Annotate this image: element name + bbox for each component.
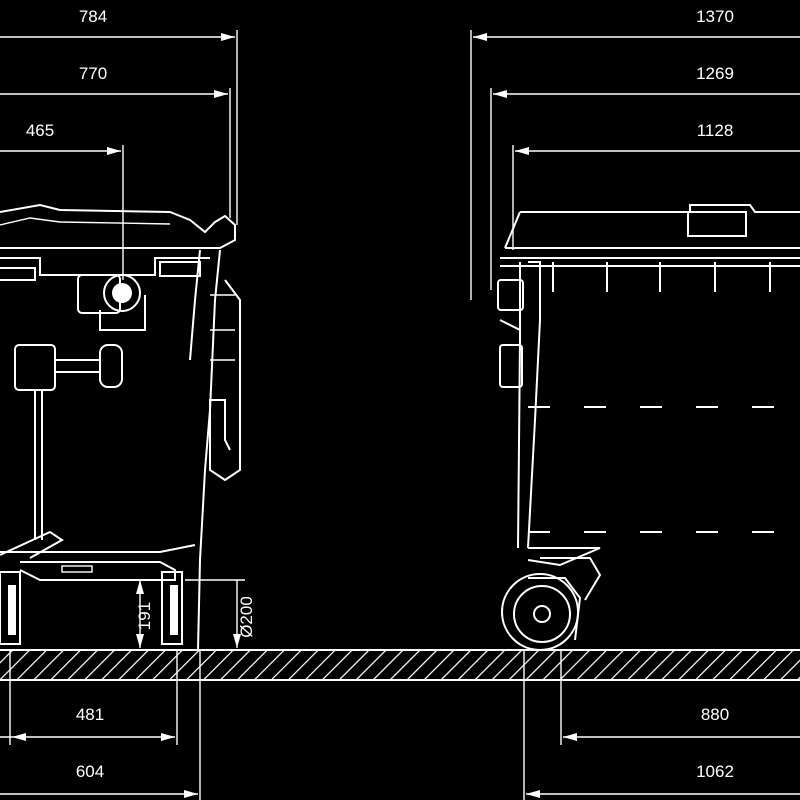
- dim-1062: 1062: [696, 762, 734, 781]
- front-ribs: [552, 262, 771, 292]
- side-view-bin: [0, 203, 241, 651]
- dim-1269: 1269: [696, 64, 734, 83]
- front-view-bin: [497, 204, 800, 651]
- dim-604: 604: [76, 762, 104, 781]
- dim-481: 481: [76, 705, 104, 724]
- dimension-labels: 784 770 465 1370 1269 1128 481 604 880 1…: [26, 7, 734, 781]
- dimension-lines: [0, 30, 800, 800]
- dim-880: 880: [701, 705, 729, 724]
- dim-wheel-height: 191: [135, 602, 154, 630]
- dim-465: 465: [26, 121, 54, 140]
- dim-784: 784: [79, 7, 107, 26]
- dim-wheel-diameter: Ø200: [237, 596, 256, 638]
- dim-770: 770: [79, 64, 107, 83]
- dim-1370: 1370: [696, 7, 734, 26]
- dim-1128: 1128: [697, 121, 734, 140]
- ground-hatching: [0, 649, 800, 681]
